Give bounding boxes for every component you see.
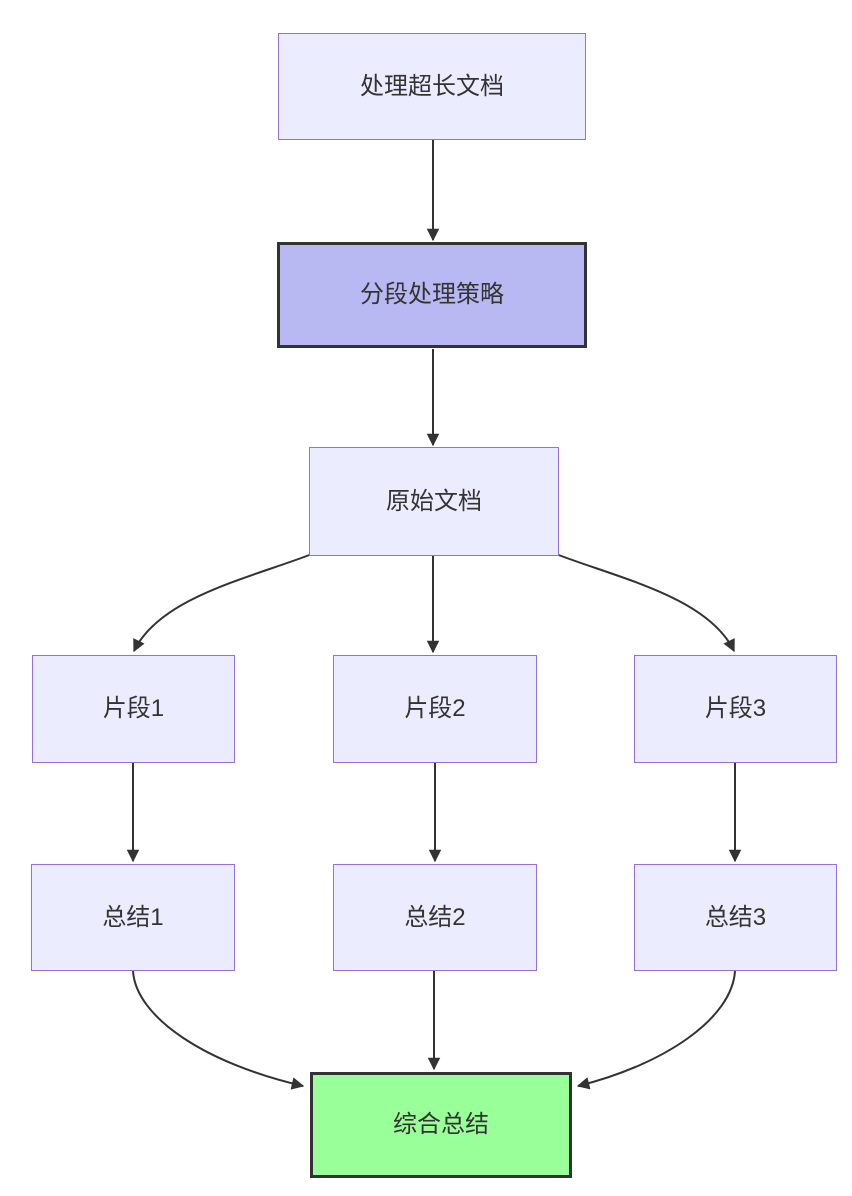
- node-chunk2: 片段2: [333, 655, 537, 763]
- node-chunk3-label: 片段3: [704, 695, 767, 722]
- node-chunk3: 片段3: [634, 655, 837, 763]
- node-chunk2-label: 片段2: [404, 695, 466, 722]
- node-original-label: 原始文档: [386, 487, 482, 515]
- node-final-label: 综合总结: [393, 1111, 489, 1138]
- node-summary3: 总结3: [634, 864, 837, 971]
- node-original: 原始文档: [309, 447, 559, 556]
- node-summary2-label: 总结2: [404, 903, 466, 931]
- edge-summary3-final: [576, 970, 736, 1090]
- node-chunk1-label: 片段1: [102, 695, 165, 722]
- node-doc: 处理超长文档: [278, 33, 586, 140]
- edge-original-chunk1: [133, 553, 313, 653]
- node-summary1-label: 总结1: [102, 903, 164, 931]
- node-final: 综合总结: [310, 1072, 572, 1178]
- edge-original-chunk3: [555, 553, 735, 653]
- edge-summary1-final: [132, 970, 305, 1090]
- node-summary3-label: 总结3: [704, 903, 767, 931]
- node-summary2: 总结2: [333, 864, 537, 971]
- node-doc-label: 处理超长文档: [360, 72, 504, 100]
- node-summary1: 总结1: [31, 864, 235, 971]
- node-chunk1: 片段1: [32, 655, 235, 763]
- node-strategy-label: 分段处理策略: [360, 281, 504, 308]
- node-strategy: 分段处理策略: [277, 242, 587, 348]
